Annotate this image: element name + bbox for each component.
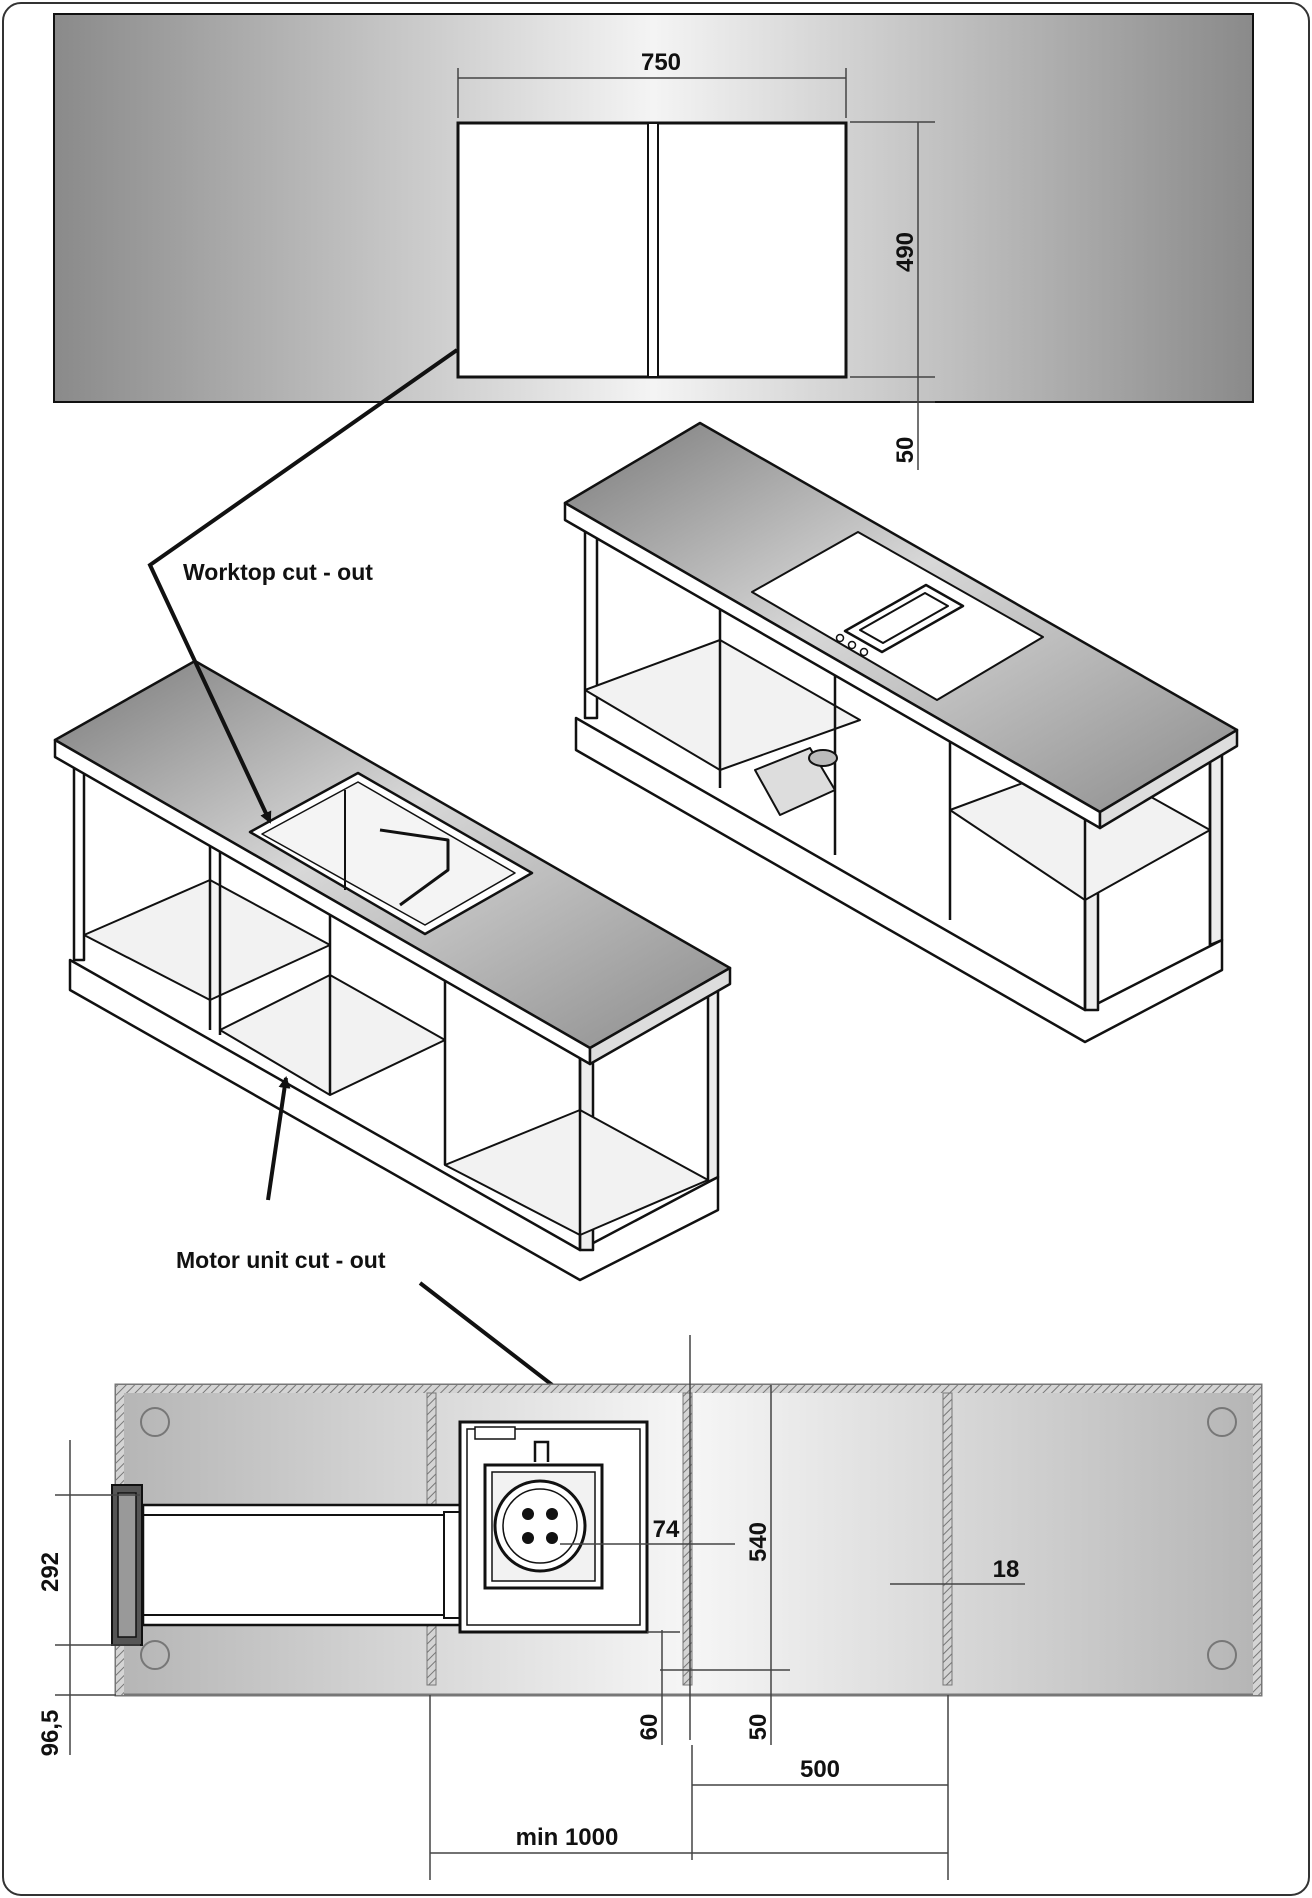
dim-96-5: 96,5 bbox=[37, 1710, 64, 1757]
iso-carcass-with-cutouts bbox=[53, 659, 732, 1282]
dim-min-1000: min 1000 bbox=[516, 1824, 619, 1851]
dim-292: 292 bbox=[37, 1552, 64, 1592]
label-worktop-cutout: Worktop cut - out bbox=[183, 559, 373, 585]
dim-60: 60 bbox=[636, 1714, 663, 1741]
motor-plan-view bbox=[111, 1383, 1263, 1697]
plan-dimension-lines bbox=[55, 1335, 1025, 1880]
cutout-center-divider bbox=[647, 122, 659, 378]
dim-750: 750 bbox=[641, 49, 681, 76]
dim-50-bottom: 50 bbox=[745, 1714, 772, 1741]
dim-540: 540 bbox=[745, 1522, 772, 1562]
dim-490: 490 bbox=[892, 232, 919, 272]
dim-18: 18 bbox=[993, 1556, 1020, 1583]
iso-finished-island bbox=[563, 421, 1239, 1044]
label-motor-unit-cutout: Motor unit cut - out bbox=[176, 1247, 386, 1273]
motor-cutout-arrow-up bbox=[266, 1076, 291, 1201]
dim-500: 500 bbox=[800, 1756, 840, 1783]
dim-50-top: 50 bbox=[892, 437, 919, 464]
dim-74: 74 bbox=[653, 1516, 680, 1543]
worktop-plan-view bbox=[53, 13, 1254, 470]
worktop-cutout-arrow bbox=[147, 348, 459, 824]
